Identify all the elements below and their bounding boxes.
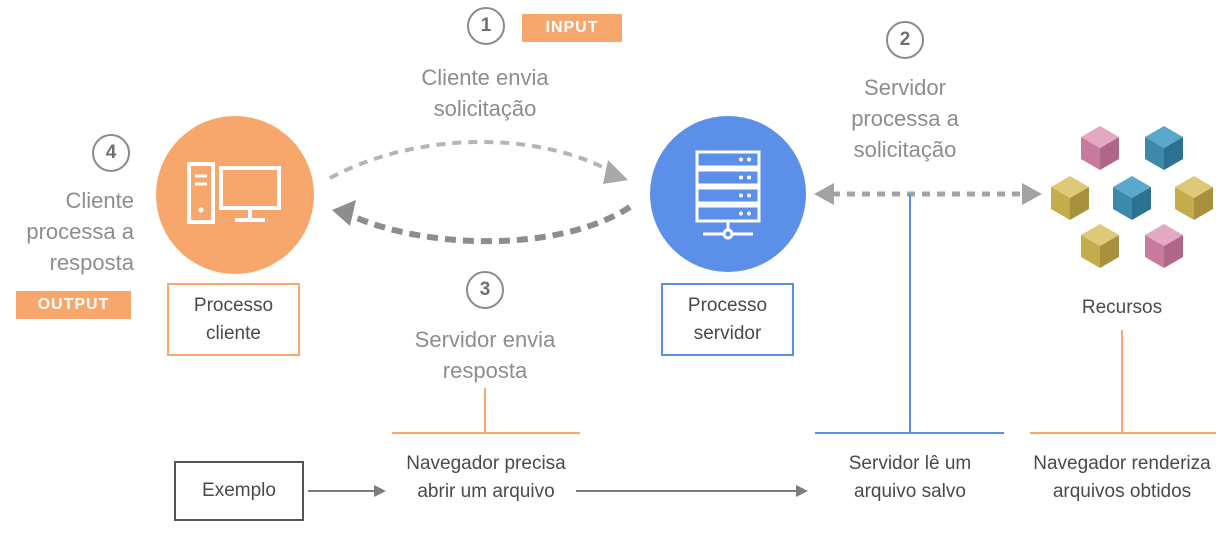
example-box: Exemplo <box>174 461 304 521</box>
client-node <box>156 116 314 274</box>
step-2-number: 2 <box>886 21 924 59</box>
computer-icon <box>187 162 281 224</box>
response-arrow <box>350 204 632 245</box>
resources-label: Recursos <box>1081 297 1163 318</box>
step-3-number: 3 <box>466 271 504 309</box>
link-arrowhead-left <box>814 183 834 205</box>
step-4-number: 4 <box>92 134 130 172</box>
request-arrow <box>329 140 613 180</box>
step-1-text: Cliente envia solicitação <box>421 65 549 121</box>
output-tag: OUTPUT <box>16 291 131 319</box>
browser-opens-text: Navegador precisa abrir um arquivo <box>406 453 566 502</box>
input-tag: INPUT <box>522 14 622 42</box>
step-2-text: Servidor processa a solicitação <box>851 75 959 162</box>
server-reads-text: Servidor lê um arquivo salvo <box>848 453 972 502</box>
browser-renders-text: Navegador renderiza arquivos obtidos <box>1033 453 1211 502</box>
response-arrowhead <box>332 200 356 226</box>
request-arrowhead <box>603 160 628 184</box>
client-label-box: Processo cliente <box>167 283 300 356</box>
step-4-text: Cliente processa a resposta <box>26 188 134 275</box>
step-1-number: 1 <box>467 7 505 45</box>
step-3-text: Servidor envia resposta <box>414 327 556 383</box>
link-arrowhead-right <box>1022 183 1042 205</box>
server-label-box: Processo servidor <box>661 283 794 356</box>
server-node <box>650 116 806 272</box>
server-icon <box>695 150 761 240</box>
